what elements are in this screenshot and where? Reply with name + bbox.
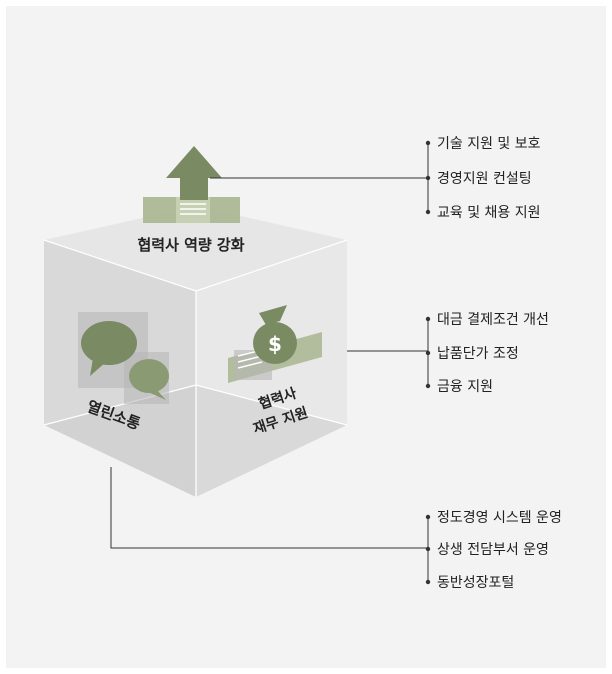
finance-item: 납품단가 조정: [437, 346, 519, 362]
finance-items: 대금 결제조건 개선 납품단가 조정 금융 지원: [437, 312, 549, 395]
money-bag-dollar-icon: $: [228, 305, 322, 383]
finance-item: 금융 지원: [437, 379, 493, 395]
communication-item: 상생 전담부서 운영: [437, 542, 549, 558]
finance-item: 대금 결제조건 개선: [437, 312, 549, 328]
communication-items: 정도경영 시스템 운영 상생 전담부서 운영 동반성장포털: [437, 510, 562, 591]
capacity-items: 기술 지원 및 보호 경영지원 컨설팅 교육 및 채용 지원: [437, 136, 541, 221]
capacity-item: 기술 지원 및 보호: [437, 136, 541, 152]
speech-bubbles-icon: [78, 312, 169, 404]
communication-item: 동반성장포털: [437, 575, 514, 591]
top-face-label: 협력사 역량 강화: [137, 236, 244, 254]
capacity-item: 경영지원 컨설팅: [437, 171, 532, 187]
bullet-dots: [425, 140, 431, 585]
upward-arrow-money-icon: [143, 146, 240, 223]
cube-edges: [43, 239, 348, 497]
communication-item: 정도경영 시스템 운영: [437, 510, 562, 526]
svg-text:$: $: [268, 332, 282, 356]
capacity-item: 교육 및 채용 지원: [437, 205, 541, 221]
cube-top-face: [44, 206, 347, 291]
